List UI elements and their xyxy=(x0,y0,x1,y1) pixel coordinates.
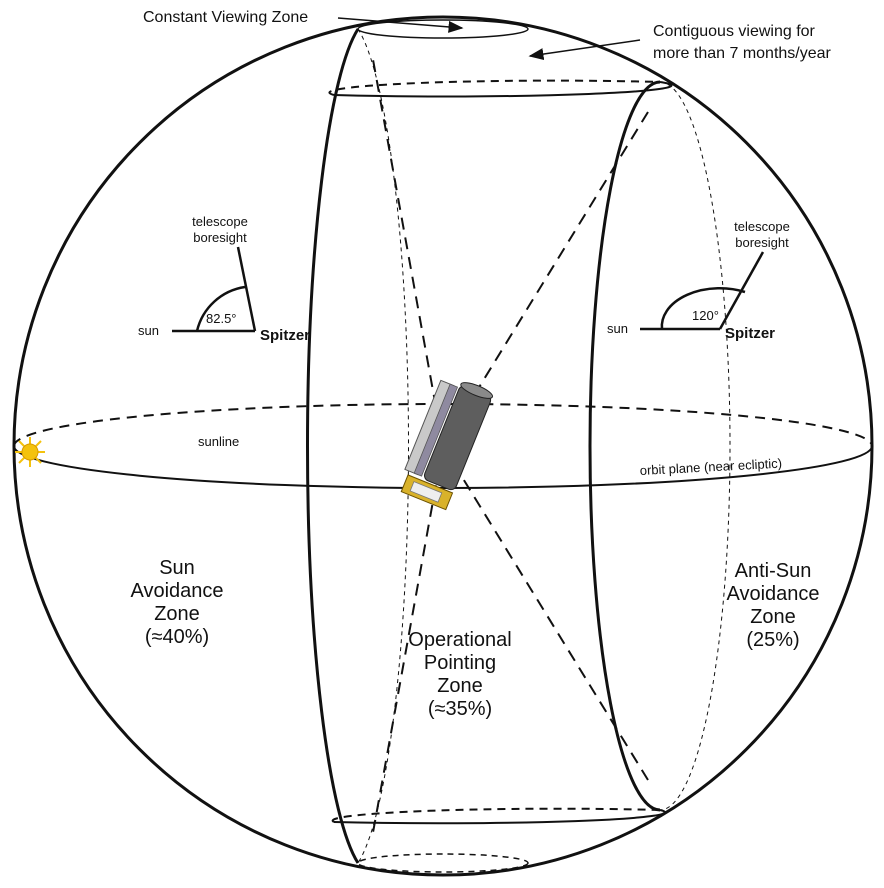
constant-viewing-ellipse-bottom xyxy=(357,853,529,873)
contiguous-viewing-label-line2: more than 7 months/year xyxy=(653,45,832,62)
sun-avoidance-boundary-front xyxy=(306,28,360,864)
constant-viewing-arrow xyxy=(337,17,464,33)
anti-sun-boundary-back xyxy=(659,81,731,811)
left-telescope-label-line2: boresight xyxy=(193,230,247,245)
svg-text:Sun: Sun xyxy=(159,557,195,579)
bottom-parallel-back xyxy=(331,807,661,823)
left-angle-label: 82.5° xyxy=(206,311,237,326)
bottom-parallel-front xyxy=(333,809,666,825)
right-angle-label: 120° xyxy=(692,308,719,323)
svg-text:Pointing: Pointing xyxy=(424,652,496,674)
sun-avoidance-zone-label: Sun Avoidance Zone (≈40%) xyxy=(130,557,223,648)
anti-sun-boundary-front xyxy=(588,80,661,812)
svg-text:Zone: Zone xyxy=(437,675,483,697)
left-sun-label: sun xyxy=(138,323,159,338)
anti-sun-avoidance-zone-label: Anti-Sun Avoidance Zone (25%) xyxy=(726,560,819,651)
operational-pointing-zone-label: Operational Pointing Zone (≈35%) xyxy=(408,629,511,720)
svg-text:Anti-Sun: Anti-Sun xyxy=(735,560,812,582)
svg-text:(≈40%): (≈40%) xyxy=(145,626,209,648)
top-parallel-front xyxy=(333,81,673,98)
svg-text:Operational: Operational xyxy=(408,629,511,651)
sun-avoidance-boundary-back xyxy=(357,28,409,864)
operational-cone-lines xyxy=(371,53,649,839)
contiguous-viewing-arrow xyxy=(528,39,641,60)
right-telescope-label-line2: boresight xyxy=(735,235,789,250)
orbit-plane-front xyxy=(13,445,873,489)
right-telescope-label-line1: telescope xyxy=(734,219,790,234)
svg-text:Avoidance: Avoidance xyxy=(130,580,223,602)
right-sun-label: sun xyxy=(607,321,628,336)
svg-text:Avoidance: Avoidance xyxy=(726,583,819,605)
orbit-plane-label: orbit plane (near ecliptic) xyxy=(639,456,782,478)
sunline-label: sunline xyxy=(198,434,239,449)
svg-text:(25%): (25%) xyxy=(746,629,799,651)
constant-viewing-zone-label: Constant Viewing Zone xyxy=(143,9,308,26)
svg-text:(≈35%): (≈35%) xyxy=(428,698,492,720)
spitzer-telescope-icon xyxy=(400,379,494,511)
sun-icon xyxy=(15,437,45,467)
constant-viewing-ellipse-top xyxy=(357,19,529,39)
right-angle-diagram xyxy=(640,251,765,331)
left-telescope-label-line1: telescope xyxy=(192,214,248,229)
svg-text:Zone: Zone xyxy=(154,603,200,625)
left-spitzer-label: Spitzer xyxy=(260,327,310,344)
orbit-plane-back xyxy=(13,403,873,447)
left-angle-diagram xyxy=(172,246,257,333)
contiguous-viewing-label-line1: Contiguous viewing for xyxy=(653,23,816,40)
svg-text:Zone: Zone xyxy=(750,606,796,628)
right-spitzer-label: Spitzer xyxy=(725,325,775,342)
